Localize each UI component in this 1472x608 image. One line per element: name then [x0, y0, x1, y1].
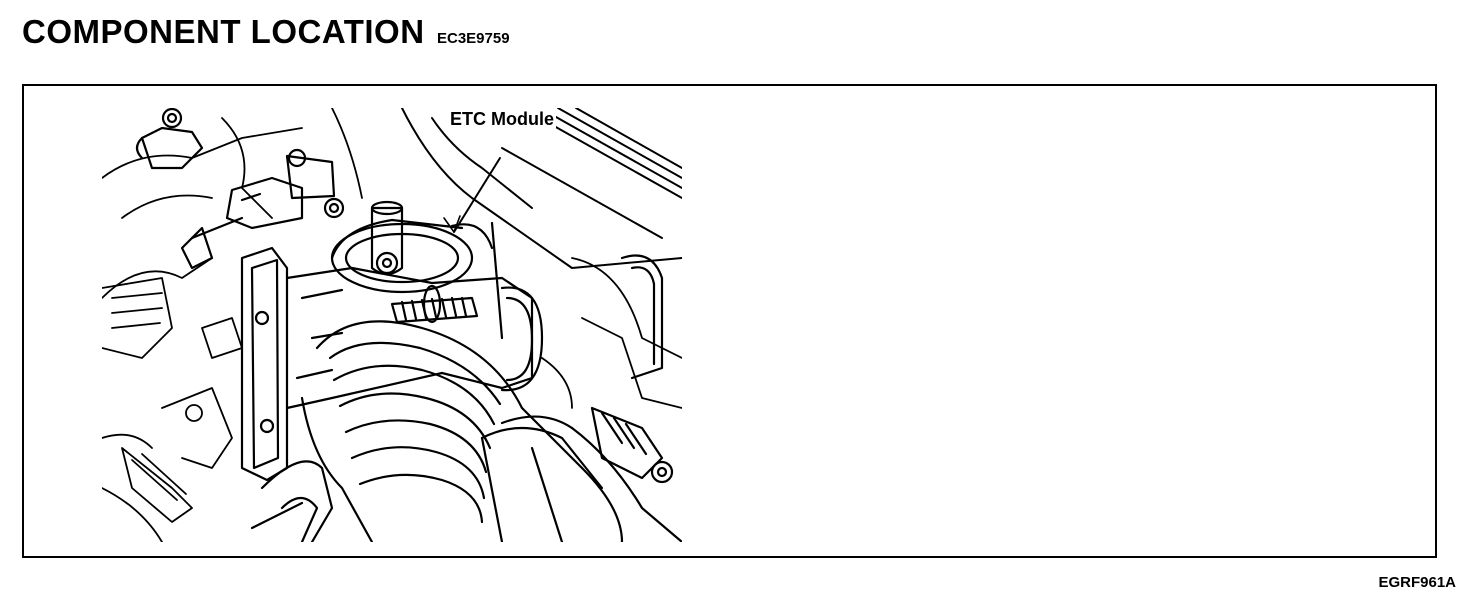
air-intake-hose: [300, 320, 682, 542]
coolant-hose: [250, 460, 334, 542]
etc-module-label: ETC Module: [448, 108, 556, 130]
figure-code: EGRF961A: [1378, 574, 1456, 591]
stud-bolt: [370, 200, 404, 276]
throttle-body-housing: [285, 266, 534, 410]
engine-background: [102, 108, 682, 409]
vertical-pipe: [620, 254, 664, 380]
sensor-connector: [180, 148, 345, 270]
figure-frame: ETC Module: [22, 84, 1437, 558]
intake-plenum: [401, 108, 682, 269]
throttle-end-cap: [500, 286, 544, 392]
adjust-screw: [390, 284, 479, 324]
section-code: EC3E9759: [437, 30, 510, 47]
throttle-flange: [240, 246, 289, 482]
left-connectors: [102, 277, 243, 542]
callout-leader: [443, 157, 501, 233]
page-title: COMPONENT LOCATION: [22, 13, 425, 50]
bracket-left: [135, 108, 204, 170]
engine-bay-illustration: ETC Module: [102, 108, 682, 542]
hose-clamp: [590, 406, 674, 484]
